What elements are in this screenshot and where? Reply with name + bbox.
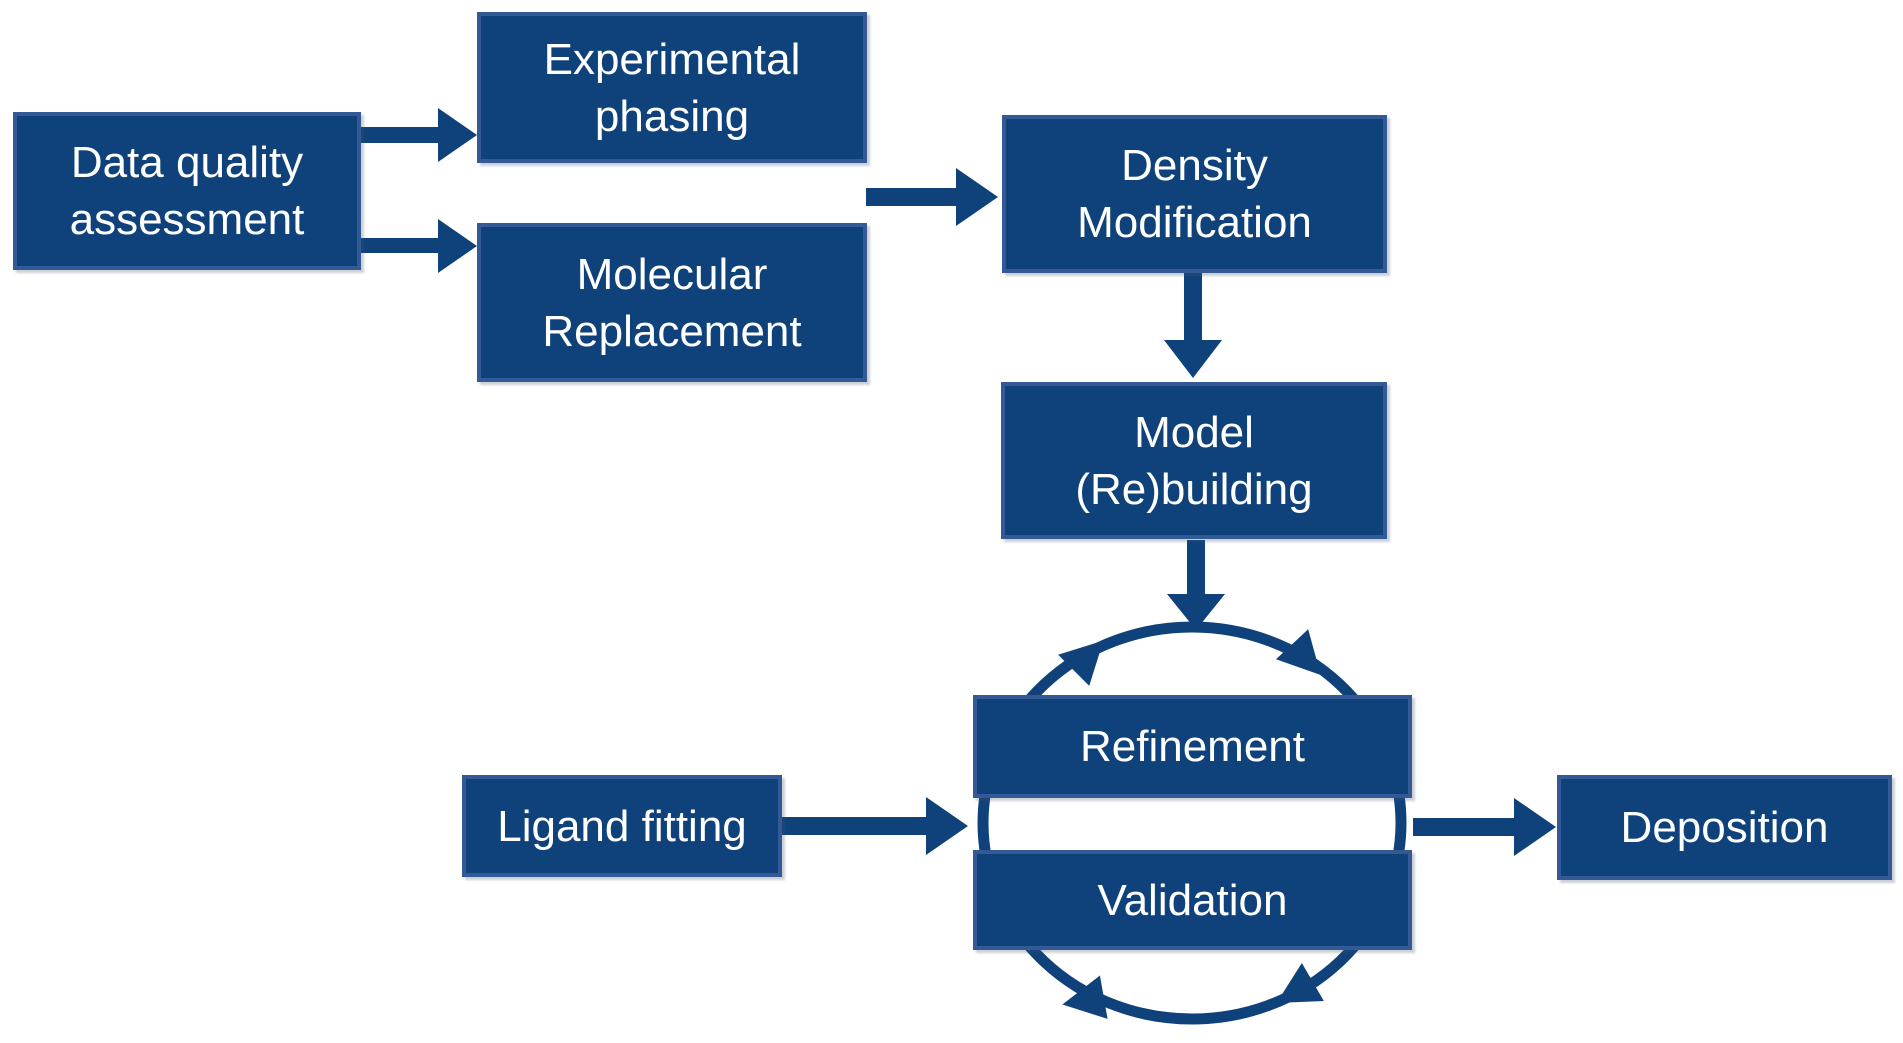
arrow-model-to-cycle-icon	[1167, 540, 1225, 630]
node-ligand-fitting: Ligand fitting	[462, 775, 782, 877]
arrow-density-to-model-rebuilding-icon	[1164, 273, 1222, 378]
node-label: Refinement	[1079, 722, 1305, 771]
arrow-ligand-fitting-to-cycle-icon	[782, 797, 968, 855]
arrow-cycle-to-deposition-icon	[1413, 798, 1556, 856]
node-label: phasing	[594, 91, 750, 141]
node-label: Model	[1134, 407, 1254, 457]
node-label: Data quality	[70, 138, 304, 187]
node-experimental-phasing: Experimental phasing	[477, 12, 867, 163]
node-label: assessment	[69, 195, 305, 244]
arrow-dqa-to-experimental-phasing-icon	[361, 108, 477, 162]
node-label: (Re)building	[1075, 464, 1313, 514]
node-refinement: Refinement	[973, 695, 1412, 798]
node-data-quality-assessment: Data quality assessment	[13, 112, 361, 270]
cycle-arrowhead-bottom-left-icon	[1062, 975, 1108, 1019]
node-label: Experimental	[543, 34, 801, 84]
arrow-phasing-to-density-modification-icon	[866, 168, 998, 226]
node-density-modification: Density Modification	[1002, 115, 1387, 273]
node-deposition: Deposition	[1557, 775, 1892, 880]
node-molecular-replacement: Molecular Replacement	[477, 223, 867, 382]
node-label: Modification	[1077, 198, 1312, 247]
node-model-rebuilding: Model (Re)building	[1001, 382, 1387, 539]
node-label: Deposition	[1620, 803, 1829, 852]
cycle-arrowhead-top-left-icon	[1058, 640, 1104, 686]
node-label: Molecular	[576, 249, 768, 299]
arrow-dqa-to-molecular-replacement-icon	[361, 219, 477, 273]
node-label: Density	[1121, 141, 1268, 190]
node-label: Replacement	[542, 306, 802, 356]
cycle-arrowhead-bottom-right-icon	[1276, 962, 1324, 1003]
node-label: Ligand fitting	[497, 801, 747, 851]
node-label: Validation	[1097, 875, 1288, 925]
cycle-ellipse	[977, 621, 1407, 1025]
cycle-arrowhead-top-right-icon	[1275, 629, 1321, 676]
node-validation: Validation	[973, 850, 1412, 950]
